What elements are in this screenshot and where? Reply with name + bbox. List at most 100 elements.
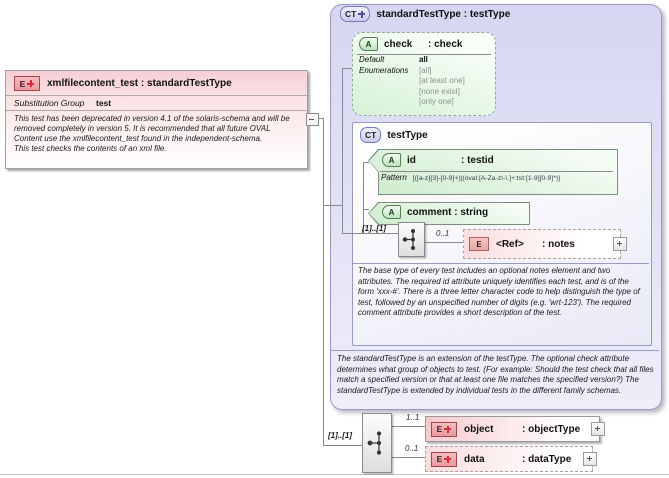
description-paragraph: This test checks the contents of an xml … (14, 144, 167, 153)
element-icon: E (469, 237, 489, 251)
substitution-group-row: Substitution Group test (6, 96, 307, 110)
enumeration-value: [at least one] (419, 76, 465, 85)
enumerations-row: [only one] (353, 97, 495, 108)
testtype-title: testType (387, 129, 428, 141)
data-type: : dataType (522, 453, 572, 465)
element-object-box[interactable]: E object : objectType (425, 416, 600, 442)
attribute-check-box[interactable]: A check : check Default all Enumerations… (352, 32, 496, 116)
enumerations-row: [none exist] (353, 87, 495, 98)
connector-line (342, 233, 398, 234)
pattern-label: Pattern (381, 173, 407, 182)
attribute-icon: A (382, 153, 401, 167)
connector-line (363, 209, 369, 210)
substitution-group-label: Substitution Group (14, 98, 85, 108)
testtype-annotation: The base type of every test includes an … (358, 266, 640, 317)
connector-line (323, 118, 324, 445)
connector-line (363, 162, 369, 163)
sequence-icon[interactable] (398, 222, 425, 257)
element-data-box[interactable]: E data : dataType (425, 446, 593, 472)
enumeration-value: [all] (419, 65, 432, 75)
sequence-cardinality: [1]..[1] (362, 224, 386, 233)
element-description: This test has been deprecated in version… (6, 111, 307, 154)
divider (0, 474, 669, 475)
complex-type-plus-icon: CT (340, 6, 371, 22)
check-type: : check (428, 38, 463, 50)
check-header: A check : check (353, 33, 495, 54)
enumeration-value: [none exist] (419, 86, 460, 96)
description-paragraph: This test has been deprecated in version… (14, 114, 290, 143)
element-plus-icon: E (431, 451, 457, 467)
connector-line (423, 242, 463, 243)
attribute-icon: A (382, 205, 401, 219)
notes-name: <Ref> (496, 238, 524, 250)
element-xmlfilecontent-test-box[interactable]: E xmlfilecontent_test : standardTestType… (5, 70, 308, 169)
testtype-header: CT testType (360, 127, 428, 143)
sequence-cardinality: [1]..[1] (328, 431, 352, 440)
data-title: data : dataType (464, 454, 571, 465)
check-name: check (384, 38, 413, 50)
expand-toggle-notes-icon[interactable] (613, 237, 627, 251)
object-type: : objectType (522, 423, 581, 435)
standardtesttype-annotation: The standardTestType is an extension of … (337, 354, 654, 395)
element-plus-icon: E (431, 421, 457, 437)
pattern-value: [([a-z]{3}-[0-9]+)|(oval:[A-Za-z\-\.]+:t… (412, 175, 560, 182)
ct-badge-letters: CT (345, 9, 357, 19)
comment-name: comment (407, 206, 452, 218)
sequence-glyph (367, 431, 382, 455)
attribute-comment-box[interactable]: A comment : string (368, 202, 530, 225)
default-row: Default all (353, 55, 495, 66)
enumerations-label: Enumerations (359, 65, 409, 75)
expand-toggle-data-icon[interactable] (583, 452, 597, 466)
comment-type: : string (454, 206, 489, 218)
standardtesttype-title: standardTestType : testType (376, 8, 511, 20)
connector-line (323, 205, 342, 206)
connector-line (342, 68, 352, 69)
notes-type: : notes (542, 238, 575, 250)
object-title: object : objectType (464, 424, 580, 435)
attribute-icon: A (359, 37, 378, 51)
pattern-row: Pattern [([a-z]{3}-[0-9]+)|(oval:[A-Za-z… (368, 170, 618, 182)
element-badge-letter: E (436, 454, 443, 464)
plus-icon (27, 80, 35, 87)
element-badge-letter: E (436, 424, 443, 434)
notes-title: <Ref> : notes (496, 239, 575, 250)
divider (353, 263, 649, 264)
element-plus-icon: E (14, 76, 40, 91)
sequence-icon[interactable] (362, 413, 392, 473)
connector-line (363, 162, 364, 234)
comment-header: A comment : string (368, 202, 530, 222)
divider (331, 350, 659, 351)
element-notes-box[interactable]: E <Ref> : notes (463, 229, 621, 259)
connector-line (316, 118, 323, 119)
plus-icon (444, 455, 452, 463)
default-label: Default (359, 55, 385, 64)
enumerations-row: [at least one] (353, 76, 495, 87)
divider (6, 110, 307, 111)
object-name: object (464, 423, 494, 435)
collapse-toggle-icon[interactable] (306, 113, 319, 126)
id-name: id (407, 154, 416, 166)
connector-line (323, 445, 362, 446)
connector-line (390, 457, 425, 458)
standardtesttype-header: CT standardTestType : testType (340, 6, 510, 22)
object-cardinality: 1..1 (406, 413, 420, 422)
enumeration-value: [only one] (419, 97, 454, 106)
complex-type-icon: CT (360, 127, 382, 143)
element-header: E xmlfilecontent_test : standardTestType (6, 71, 307, 95)
expand-toggle-object-icon[interactable] (591, 422, 605, 436)
id-header: A id : testid (368, 149, 618, 170)
plus-icon (444, 425, 452, 433)
divider (357, 54, 491, 55)
attribute-id-box[interactable]: A id : testid Pattern [([a-z]{3}-[0-9]+)… (368, 149, 618, 195)
divider (6, 95, 307, 96)
id-type: : testid (461, 154, 494, 166)
plus-icon (358, 10, 366, 18)
sequence-glyph (402, 229, 415, 250)
element-badge-letter: E (19, 78, 26, 89)
divider (380, 171, 613, 172)
check-title: check : check (384, 39, 462, 50)
connector-line (342, 68, 343, 234)
default-value: all (419, 55, 428, 64)
enumerations-row: Enumerations [all] (353, 66, 495, 77)
